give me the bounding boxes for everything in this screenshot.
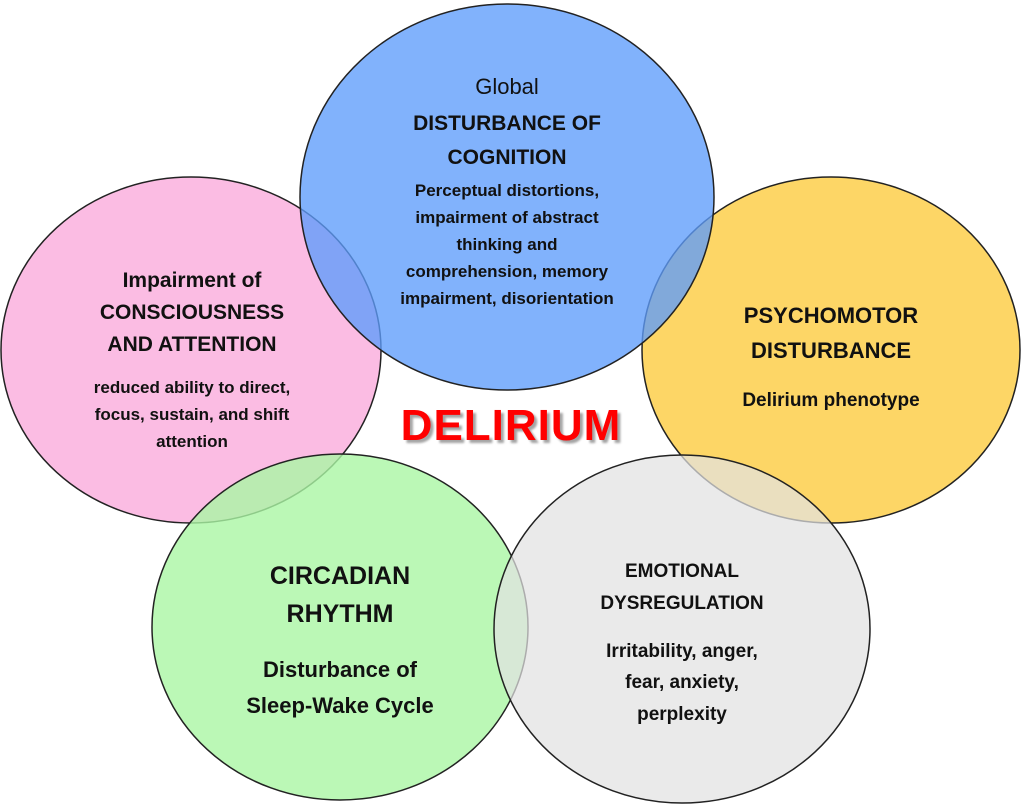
emotional-text: EMOTIONAL DYSREGULATION Irritability, an… [600, 561, 763, 725]
circadian-text: CIRCADIAN RHYTHM Disturbance of Sleep-Wa… [246, 562, 434, 718]
emotional-heading-1: EMOTIONAL [625, 561, 739, 582]
psychomotor-heading-2: DISTURBANCE [751, 338, 911, 363]
emotional-body-2: fear, anxiety, [625, 672, 739, 693]
circadian-heading-2: RHYTHM [287, 600, 394, 628]
circadian-body-2: Sleep-Wake Cycle [246, 693, 434, 718]
circadian-heading-1: CIRCADIAN [270, 562, 410, 590]
consciousness-body-3: attention [156, 432, 228, 451]
cognition-pre: Global [475, 74, 539, 99]
psychomotor-heading-1: PSYCHOMOTOR [744, 303, 919, 328]
cognition-body-5: impairment, disorientation [400, 289, 613, 308]
consciousness-body-2: focus, sustain, and shift [95, 405, 290, 424]
cognition-heading-1: DISTURBANCE OF [413, 112, 601, 135]
cognition-body-1: Perceptual distortions, [415, 181, 599, 200]
circadian-body-1: Disturbance of [263, 657, 418, 682]
diagram-title: DELIRIUM [401, 401, 622, 450]
consciousness-heading-2: CONSCIOUSNESS [100, 301, 284, 324]
cognition-body-3: thinking and [456, 235, 557, 254]
psychomotor-body-1: Delirium phenotype [742, 390, 919, 411]
emotional-body-3: perplexity [637, 704, 727, 725]
consciousness-heading-1: Impairment of [123, 269, 263, 292]
consciousness-body-1: reduced ability to direct, [94, 378, 291, 397]
cognition-text: Global DISTURBANCE OF COGNITION Perceptu… [400, 74, 613, 308]
psychomotor-text: PSYCHOMOTOR DISTURBANCE Delirium phenoty… [742, 303, 919, 411]
emotional-heading-2: DYSREGULATION [600, 593, 763, 614]
cognition-body-4: comprehension, memory [406, 262, 609, 281]
cognition-body-2: impairment of abstract [415, 208, 599, 227]
emotional-circle [493, 454, 871, 804]
emotional-body-1: Irritability, anger, [606, 641, 758, 662]
consciousness-text: Impairment of CONSCIOUSNESS AND ATTENTIO… [94, 269, 291, 451]
cognition-heading-2: COGNITION [448, 146, 567, 169]
consciousness-heading-3: AND ATTENTION [107, 333, 276, 356]
cognition-circle [299, 3, 715, 391]
